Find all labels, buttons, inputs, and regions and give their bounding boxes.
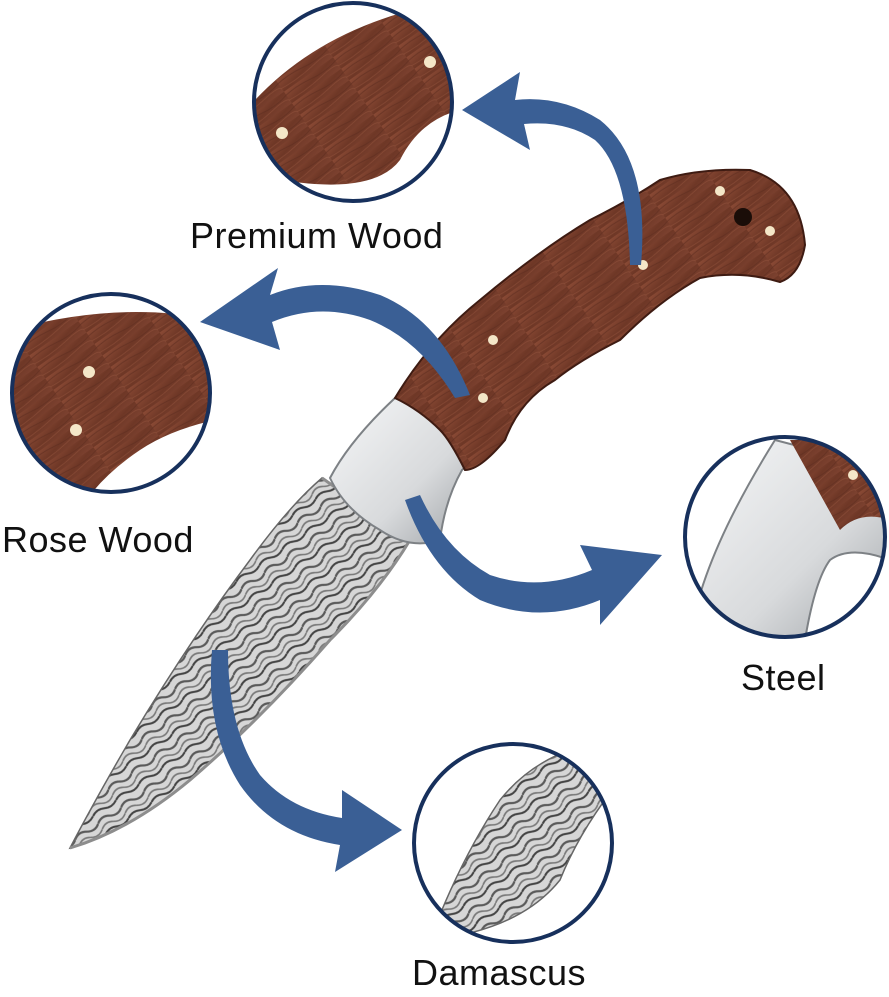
zoom-steel (683, 435, 887, 639)
wood-handle (393, 168, 807, 472)
pin (478, 393, 488, 403)
pin (765, 226, 775, 236)
damascus-label: Damascus (412, 952, 587, 993)
curved-arrow-icon (200, 72, 662, 872)
zoom-damascus (412, 742, 614, 944)
zoom-rose-wood (10, 292, 212, 494)
pin (488, 335, 498, 345)
pin (715, 186, 725, 196)
steel-label: Steel (741, 657, 826, 698)
zoom-premium-wood (252, 1, 454, 203)
knife (68, 168, 807, 850)
lanyard-hole (734, 208, 752, 226)
rose-wood-label: Rose Wood (2, 519, 194, 560)
premium-wood-label: Premium Wood (190, 215, 444, 256)
